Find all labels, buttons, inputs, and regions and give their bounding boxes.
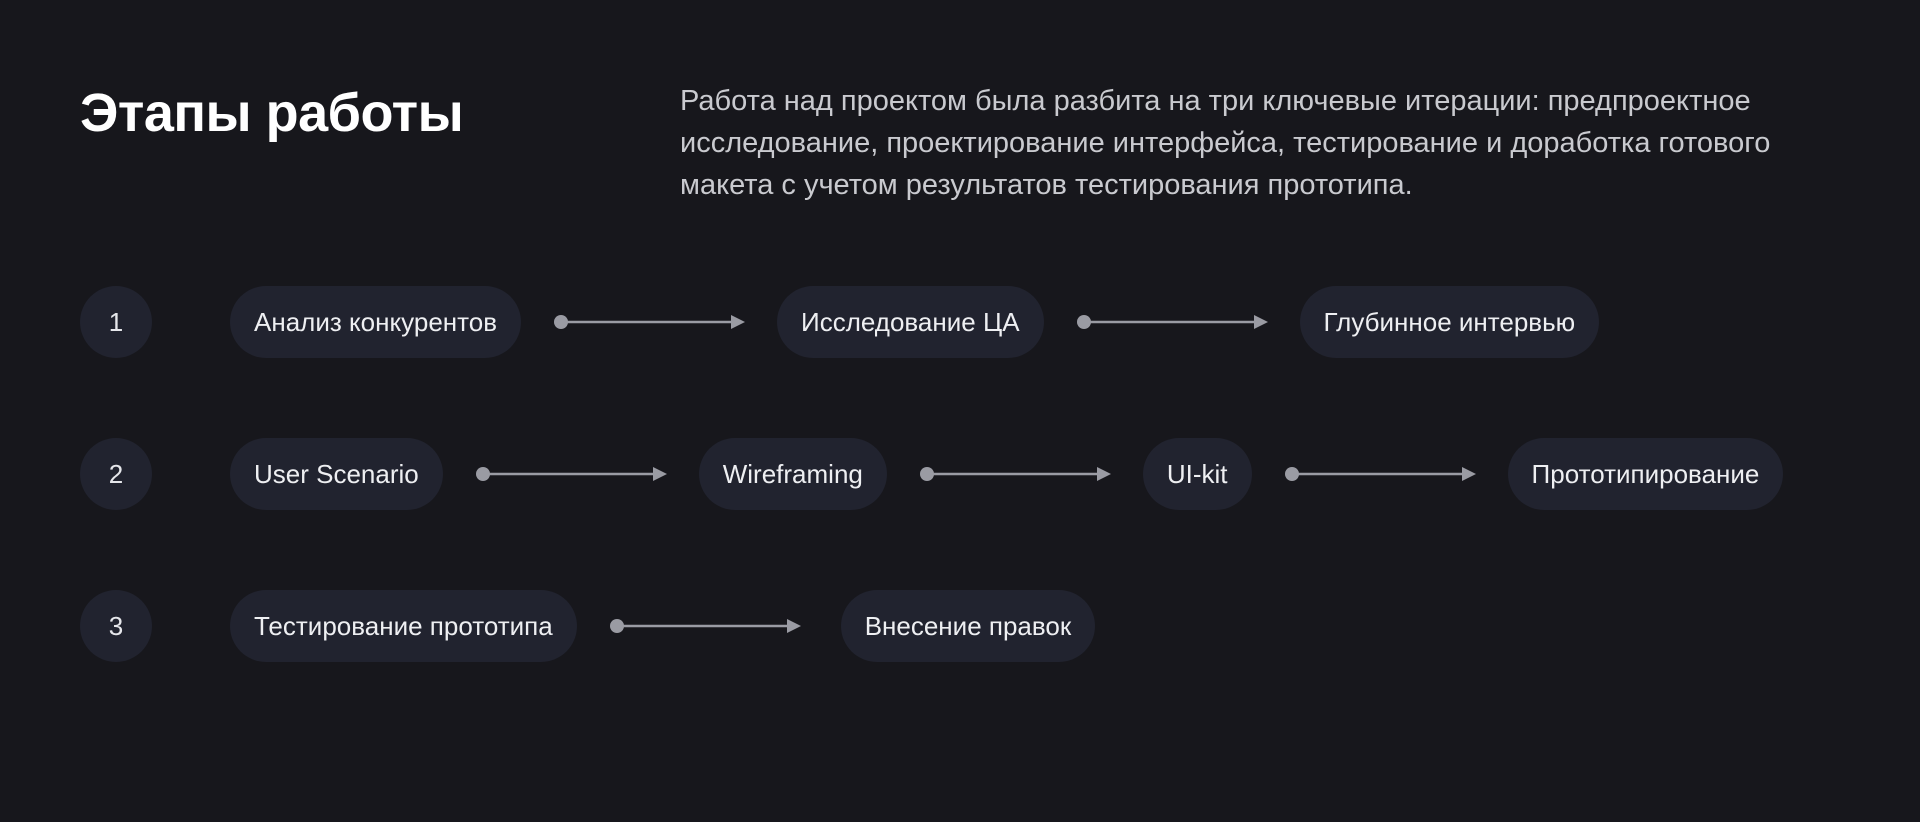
stage-steps: User Scenario Wireframing UI-kit Прототипир… xyxy=(230,438,1784,510)
arrow-right-icon xyxy=(1284,467,1476,481)
arrow-right-icon xyxy=(609,619,801,633)
step-pill: Тестирование прототипа xyxy=(230,590,577,662)
stage-steps: Тестирование прототипа Внесение правок xyxy=(230,590,1096,662)
page-description: Работа над проектом была разбита на три … xyxy=(680,85,1771,201)
arrow-right-icon xyxy=(919,467,1111,481)
step-pill: Wireframing xyxy=(698,438,887,510)
stage-steps: Анализ конкурентов Исследование ЦА Глубинн… xyxy=(230,286,1600,358)
step-pill: Внесение правок xyxy=(840,590,1096,662)
arrow-right-icon xyxy=(1076,315,1268,329)
step-pill: UI-kit xyxy=(1142,438,1252,510)
stage-number-badge: 2 xyxy=(80,438,152,510)
arrow-right-icon xyxy=(475,467,667,481)
step-pill: Исследование ЦА xyxy=(777,286,1044,358)
step-pill: Прототипирование xyxy=(1507,438,1784,510)
stage-number-badge: 3 xyxy=(80,590,152,662)
arrow-right-icon xyxy=(554,315,746,329)
stage-number-badge: 1 xyxy=(80,286,152,358)
step-pill: Глубинное интервью xyxy=(1299,286,1600,358)
step-pill: Анализ конкурентов xyxy=(230,286,522,358)
page-title: Этапы работы xyxy=(80,83,464,143)
step-pill: User Scenario xyxy=(230,438,443,510)
